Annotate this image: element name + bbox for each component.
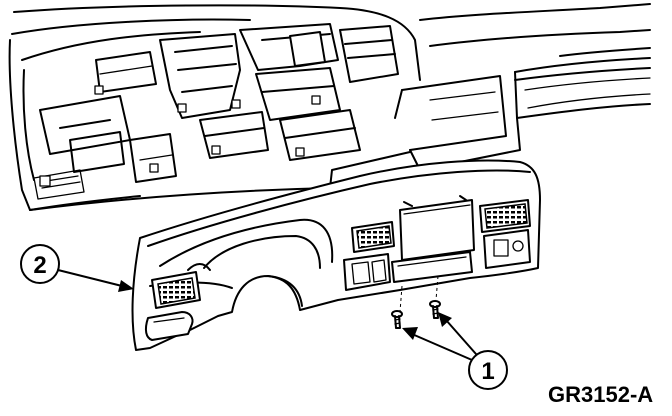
- screw-left: [391, 310, 403, 329]
- callout-1-label: 1: [481, 358, 494, 385]
- figure-id: GR3152-A: [548, 382, 653, 407]
- callout-2-label: 2: [33, 252, 46, 279]
- screw-fasteners: [391, 300, 441, 329]
- callout-2-leader: [57, 269, 134, 292]
- callout-1-leaders: [402, 312, 477, 361]
- screw-right: [429, 300, 441, 319]
- callout-1: 1: [468, 350, 508, 390]
- instrument-panel-trim: [131, 159, 541, 351]
- callout-2: 2: [20, 244, 60, 284]
- instrument-panel-frame: [8, 3, 651, 211]
